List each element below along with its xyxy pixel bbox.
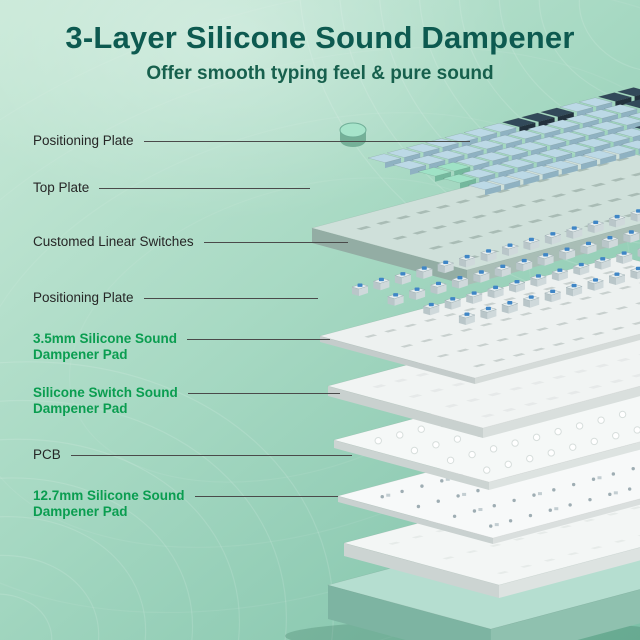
- callout-line: [99, 188, 310, 189]
- callout-row: PCB: [33, 447, 352, 463]
- header: 3-Layer Silicone Sound Dampener Offer sm…: [0, 20, 640, 85]
- callout-line: [143, 298, 318, 299]
- callout-row: Top Plate: [33, 180, 310, 196]
- callout-label: Positioning Plate: [33, 133, 134, 148]
- callout-label: Silicone Switch Sound Dampener Pad: [33, 385, 178, 416]
- callout-line: [194, 496, 338, 497]
- callout-label: 12.7mm Silicone Sound Dampener Pad: [33, 488, 185, 519]
- callout-label: Customed Linear Switches: [33, 234, 194, 249]
- page-subtitle: Offer smooth typing feel & pure sound: [146, 63, 494, 84]
- callout-label: Positioning Plate: [33, 290, 134, 305]
- callout-row: Positioning Plate: [33, 290, 318, 306]
- callout-line: [187, 393, 340, 394]
- callout-line: [143, 141, 470, 142]
- callout-label: PCB: [33, 447, 61, 462]
- callout-row: Positioning Plate: [33, 133, 470, 149]
- callout-row: 12.7mm Silicone Sound Dampener Pad: [33, 488, 338, 520]
- callout-row: Customed Linear Switches: [33, 234, 348, 250]
- callout-row: 3.5mm Silicone Sound Dampener Pad: [33, 331, 330, 363]
- callout-row: Silicone Switch Sound Dampener Pad: [33, 385, 340, 417]
- callout-line: [187, 339, 330, 340]
- callout-label: 3.5mm Silicone Sound Dampener Pad: [33, 331, 178, 362]
- callout-line: [70, 455, 352, 456]
- page-title: 3-Layer Silicone Sound Dampener: [65, 20, 575, 55]
- callout-line: [203, 242, 348, 243]
- callout-label: Top Plate: [33, 180, 90, 195]
